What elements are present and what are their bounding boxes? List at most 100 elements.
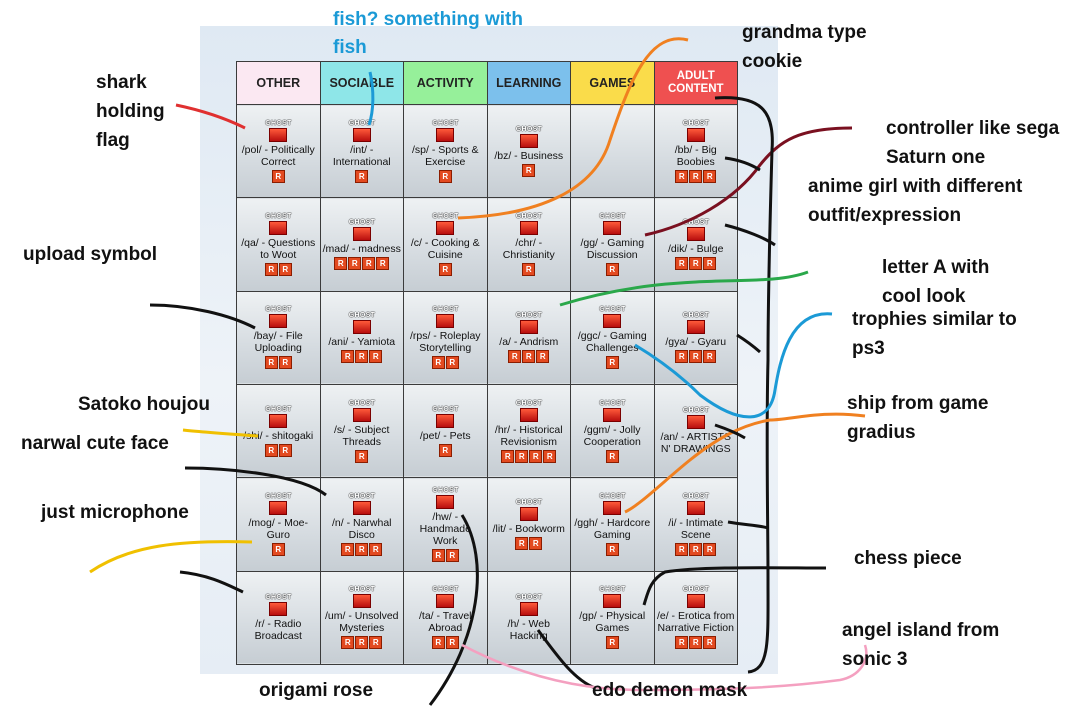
board-label[interactable]: /ggh/ - Hardcore Gaming bbox=[574, 516, 651, 541]
board-label[interactable]: /a/ - Andrism bbox=[499, 336, 559, 349]
stroke-green-letter bbox=[559, 270, 809, 307]
rating-badge-icon: R bbox=[703, 542, 717, 556]
board-cell[interactable]: GHOST/an/ - ARTISTS N' DRAWINGS bbox=[653, 383, 738, 479]
grid-row: GHOST/r/ - Radio Broadcast GHOST/um/ - Un… bbox=[236, 570, 738, 666]
board-label[interactable]: /ta/ - Travel Abroad bbox=[418, 610, 472, 635]
ghost-logo-text: GHOST bbox=[265, 119, 292, 127]
rating-badge-icon: R bbox=[605, 356, 619, 370]
stroke-black-intimate bbox=[727, 520, 769, 530]
board-label[interactable]: /gg/ - Gaming Discussion bbox=[580, 236, 645, 261]
board-label[interactable]: /lit/ - Bookworm bbox=[492, 522, 565, 535]
ghost-logo-icon: GHOST bbox=[516, 499, 542, 521]
board-label[interactable]: /dik/ - Bulge bbox=[668, 242, 724, 255]
ghost-logo-icon: GHOST bbox=[265, 406, 291, 428]
board-label[interactable]: /c/ - Cooking & Cuisine bbox=[410, 236, 480, 261]
ghost-logo-box bbox=[686, 500, 705, 515]
rating-badge-icon: R bbox=[445, 548, 459, 562]
ghost-logo-icon: GHOST bbox=[516, 594, 542, 616]
board-label[interactable]: /bz/ - Business bbox=[494, 149, 564, 162]
board-label[interactable]: /gya/ - Gyaru bbox=[665, 336, 727, 349]
board-label[interactable]: /um/ - Unsolved Mysteries bbox=[324, 610, 399, 635]
board-label[interactable]: /sp/ - Sports & Exercise bbox=[411, 143, 479, 168]
board-label[interactable]: /hr/ - Historical Revisionism bbox=[494, 423, 563, 448]
rating-badge-icon: R bbox=[515, 449, 529, 463]
ghost-logo-box bbox=[519, 407, 538, 422]
board-label[interactable]: /chr/ - Christianity bbox=[502, 236, 555, 261]
board-label[interactable]: /rps/ - Roleplay Storytelling bbox=[409, 330, 481, 355]
board-label[interactable]: /mad/ - madness bbox=[322, 242, 401, 255]
board-cell[interactable]: GHOST/e/ - Erotica from Narrative Fictio… bbox=[653, 570, 738, 666]
board-label[interactable]: /bb/ - Big Boobies bbox=[674, 143, 717, 168]
board-label[interactable]: /r/ - Radio Broadcast bbox=[254, 617, 302, 642]
board-label[interactable]: /n/ - Narwhal Disco bbox=[331, 516, 392, 541]
rating-badge-icon: R bbox=[369, 636, 383, 650]
rating-badge-icon: R bbox=[675, 542, 689, 556]
rating-badge-icon: R bbox=[355, 449, 369, 463]
board-label[interactable]: /e/ - Erotica from Narrative Fiction bbox=[656, 610, 735, 635]
board-label[interactable]: /ani/ - Yamiota bbox=[328, 336, 396, 349]
board-cell[interactable]: GHOST/h/ - Web Hacking bbox=[486, 570, 571, 666]
annotation-satoko: Satoko houjou bbox=[78, 394, 210, 415]
ghost-logo-icon: GHOST bbox=[599, 586, 625, 609]
board-label[interactable]: /ggc/ - Gaming Challenges bbox=[577, 330, 647, 355]
board-label[interactable]: /s/ - Subject Threads bbox=[334, 423, 390, 448]
ghost-logo-box bbox=[686, 415, 705, 430]
rating-badge-icon: R bbox=[369, 542, 383, 556]
ghost-logo-icon: GHOST bbox=[265, 306, 291, 329]
board-label[interactable]: /qa/ - Questions to Woot bbox=[241, 236, 316, 261]
ghost-logo-text: GHOST bbox=[348, 218, 376, 226]
board-label[interactable]: /ggm/ - Jolly Cooperation bbox=[583, 423, 641, 448]
board-cell-content: GHOST/an/ - ARTISTS N' DRAWINGS bbox=[655, 407, 738, 455]
ghost-logo-icon: GHOST bbox=[683, 407, 709, 430]
board-label[interactable]: /i/ - Intimate Scene bbox=[668, 516, 724, 541]
ghost-logo-icon: GHOST bbox=[683, 493, 709, 515]
rating-badge-icon: R bbox=[271, 542, 285, 556]
ghost-logo-text: GHOST bbox=[265, 492, 292, 500]
board-label[interactable]: /pol/ - Politically Correct bbox=[241, 143, 315, 168]
ghost-logo-box bbox=[269, 500, 288, 515]
ghost-logo-text: GHOST bbox=[682, 218, 710, 226]
board-label[interactable]: /mog/ - Moe-Guro bbox=[248, 516, 308, 541]
rating-badges: R bbox=[271, 542, 285, 556]
board-label[interactable]: /hw/ - Handmade Work bbox=[419, 510, 471, 547]
board-label[interactable]: /bay/ - File Uploading bbox=[253, 330, 303, 355]
board-label[interactable]: /shi/ - shitogaki bbox=[243, 429, 314, 442]
board-label[interactable]: /an/ - ARTISTS N' DRAWINGS bbox=[660, 431, 731, 456]
board-label[interactable]: /pet/ - Pets bbox=[419, 429, 471, 442]
board-label[interactable]: /gp/ - Physical Games bbox=[579, 610, 646, 635]
rating-badge-icon: R bbox=[445, 636, 459, 650]
ghost-logo-box bbox=[269, 413, 288, 428]
board-label[interactable]: /int/ - International bbox=[332, 143, 391, 168]
